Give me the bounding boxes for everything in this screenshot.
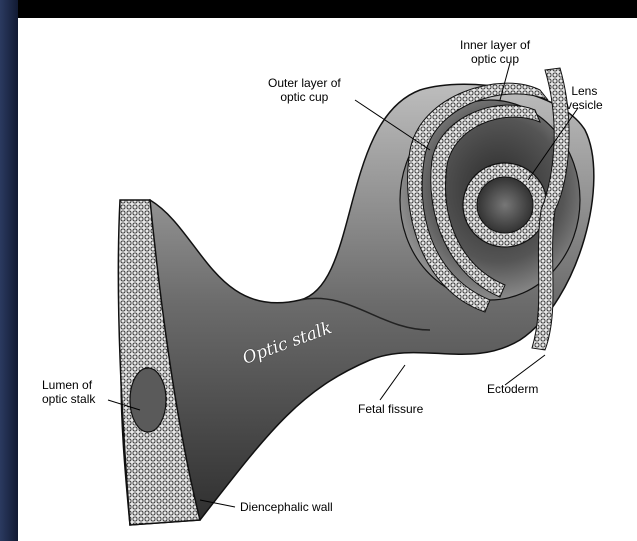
label-inner-layer: Inner layer of optic cup bbox=[460, 38, 530, 66]
label-fetal-fissure: Fetal fissure bbox=[358, 402, 423, 416]
label-lens-vesicle: Lens vesicle bbox=[566, 84, 603, 112]
label-inner-layer-line2: optic cup bbox=[460, 52, 530, 66]
label-ectoderm: Ectoderm bbox=[487, 382, 538, 396]
label-lumen-line1: Lumen of bbox=[42, 378, 95, 392]
lens-vesicle-lumen bbox=[477, 177, 533, 233]
label-inner-layer-line1: Inner layer of bbox=[460, 38, 530, 52]
label-lens-line1: Lens bbox=[566, 84, 603, 98]
label-outer-layer-line2: optic cup bbox=[268, 90, 341, 104]
label-lumen-line2: optic stalk bbox=[42, 392, 95, 406]
label-lumen: Lumen of optic stalk bbox=[42, 378, 95, 406]
label-outer-layer-line1: Outer layer of bbox=[268, 76, 341, 90]
lumen-of-optic-stalk bbox=[130, 368, 166, 432]
label-diencephalic-wall: Diencephalic wall bbox=[240, 500, 333, 514]
label-outer-layer: Outer layer of optic cup bbox=[268, 76, 341, 104]
label-lens-line2: vesicle bbox=[566, 98, 603, 112]
